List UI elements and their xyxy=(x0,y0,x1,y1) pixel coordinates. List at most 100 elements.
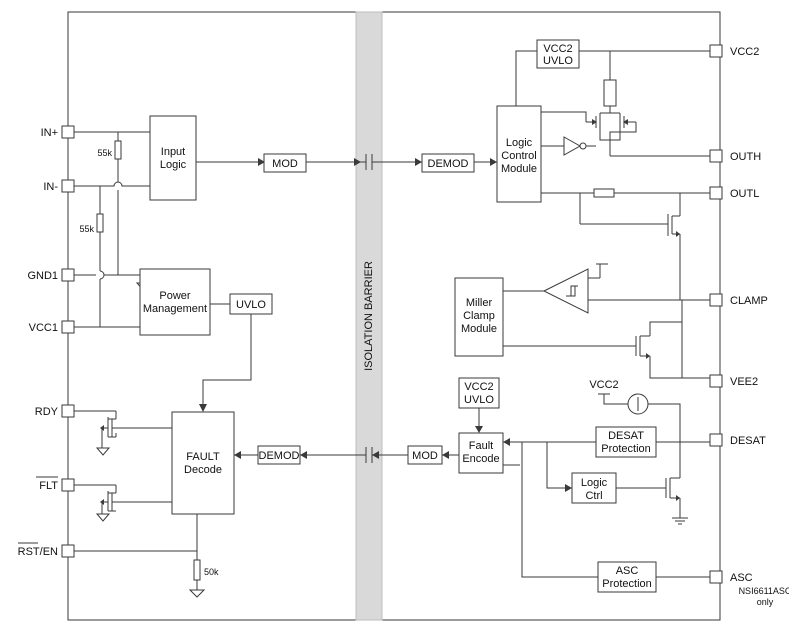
svg-text:OUTH: OUTH xyxy=(730,151,761,163)
svg-text:Fault: Fault xyxy=(469,440,493,452)
desat-current-source: VCC2 xyxy=(589,379,681,442)
svg-text:IN-: IN- xyxy=(43,181,58,193)
svg-text:Ctrl: Ctrl xyxy=(585,490,602,502)
svg-text:Encode: Encode xyxy=(462,453,499,465)
resistor-rst: 50k xyxy=(188,559,219,598)
gate-buffer xyxy=(541,136,596,156)
demod-rx-block: DEMOD xyxy=(421,153,475,173)
svg-text:RDY: RDY xyxy=(35,406,59,418)
asc-protection-block: ASC Protection xyxy=(597,561,657,593)
svg-text:OUTL: OUTL xyxy=(730,188,759,200)
svg-text:ASC: ASC xyxy=(730,572,753,584)
svg-text:ASC: ASC xyxy=(616,565,639,577)
flt-transistor xyxy=(74,484,172,522)
svg-text:50k: 50k xyxy=(204,567,219,577)
svg-text:Clamp: Clamp xyxy=(463,310,495,322)
svg-text:Module: Module xyxy=(501,163,537,175)
outl-resistor xyxy=(593,188,615,198)
svg-text:GND1: GND1 xyxy=(27,270,58,282)
svg-text:Decode: Decode xyxy=(184,464,222,476)
logic-ctrl-block: Logic Ctrl xyxy=(571,472,617,504)
vcc2-uvlo-top-block: VCC2 UVLO xyxy=(536,39,580,69)
svg-text:FLT: FLT xyxy=(39,480,58,492)
svg-text:RST/EN: RST/EN xyxy=(18,546,58,558)
svg-text:UVLO: UVLO xyxy=(464,394,494,406)
pin-rdy: RDY xyxy=(35,404,75,418)
pin-desat: DESAT xyxy=(709,433,766,447)
svg-text:Management: Management xyxy=(143,303,207,315)
pin-in-plus: IN+ xyxy=(41,125,75,139)
svg-text:UVLO: UVLO xyxy=(236,299,266,311)
svg-text:CLAMP: CLAMP xyxy=(730,295,768,307)
miller-clamp-module-block: Miller Clamp Module xyxy=(454,277,504,357)
fault-decode-block: FAULT Decode xyxy=(171,411,235,515)
pin-vcc2: VCC2 xyxy=(709,44,759,58)
pin-asc: ASC NSI6611ASC only xyxy=(709,570,789,607)
svg-text:VCC2: VCC2 xyxy=(730,46,759,58)
svg-text:NSI6611ASC: NSI6611ASC xyxy=(739,586,789,596)
svg-text:VCC2: VCC2 xyxy=(464,381,493,393)
pin-rst-en: RST/EN xyxy=(18,542,75,558)
input-logic-block: Input Logic xyxy=(149,115,197,201)
svg-text:DESAT: DESAT xyxy=(730,435,766,447)
svg-text:Protection: Protection xyxy=(602,578,652,590)
resistor-in-plus: 55k xyxy=(97,132,122,275)
fault-encode-block: Fault Encode xyxy=(458,432,504,474)
mod-fault-block: MOD xyxy=(407,445,443,465)
pin-vee2: VEE2 xyxy=(709,374,758,388)
flt-ground-icon xyxy=(95,513,111,522)
svg-text:Protection: Protection xyxy=(601,443,651,455)
rdy-transistor xyxy=(74,410,172,456)
rdy-ground-icon xyxy=(95,447,111,456)
svg-text:55k: 55k xyxy=(97,148,112,158)
svg-text:IN+: IN+ xyxy=(41,127,58,139)
clamp-comparator xyxy=(503,263,710,314)
uvlo-arrow xyxy=(199,404,207,412)
isolation-barrier-label: ISOLATION BARRIER xyxy=(363,261,375,371)
vcc2-uvlo-bottom-block: VCC2 UVLO xyxy=(458,377,500,409)
pin-flt: FLT xyxy=(36,476,75,492)
svg-text:VCC1: VCC1 xyxy=(29,322,58,334)
svg-text:DEMOD: DEMOD xyxy=(428,158,469,170)
svg-text:VEE2: VEE2 xyxy=(730,376,758,388)
svg-text:VCC2: VCC2 xyxy=(543,43,572,55)
svg-text:Logic: Logic xyxy=(581,477,608,489)
outh-pmos-stage xyxy=(541,79,637,156)
svg-text:DEMOD: DEMOD xyxy=(259,450,300,462)
svg-text:DESAT: DESAT xyxy=(608,430,644,442)
rst-ground-icon xyxy=(188,589,206,598)
logic-control-module-block: Logic Control Module xyxy=(496,105,542,203)
svg-text:only: only xyxy=(757,597,774,607)
pin-outh: OUTH xyxy=(709,149,761,163)
uvlo-primary-block: UVLO xyxy=(229,293,273,315)
svg-text:UVLO: UVLO xyxy=(543,55,573,67)
svg-text:Miller: Miller xyxy=(466,297,493,309)
svg-text:MOD: MOD xyxy=(272,158,298,170)
pin-gnd1: GND1 xyxy=(27,268,75,282)
svg-text:Logic: Logic xyxy=(160,159,187,171)
svg-text:Logic: Logic xyxy=(506,137,533,149)
svg-text:Input: Input xyxy=(161,146,185,158)
demod-fault-block: DEMOD xyxy=(257,445,301,465)
mod-tx-block: MOD xyxy=(263,153,307,173)
svg-text:FAULT: FAULT xyxy=(186,451,220,463)
power-management-block: Power Management xyxy=(139,268,211,336)
pin-vcc1: VCC1 xyxy=(29,320,75,334)
clamp-nmos xyxy=(503,300,710,379)
isolation-capacitor-top xyxy=(362,154,422,170)
svg-text:Power: Power xyxy=(159,290,191,302)
resistor-in-minus: 55k xyxy=(79,186,105,327)
svg-text:MOD: MOD xyxy=(412,450,438,462)
pin-clamp: CLAMP xyxy=(709,293,768,307)
svg-text:Control: Control xyxy=(501,150,536,162)
svg-text:VCC2: VCC2 xyxy=(589,379,618,391)
pin-outl: OUTL xyxy=(709,186,759,200)
outl-nmos xyxy=(579,193,681,300)
desat-protection-block: DESAT Protection xyxy=(595,426,657,458)
isolation-barrier xyxy=(355,11,383,621)
svg-text:Module: Module xyxy=(461,323,497,335)
svg-text:55k: 55k xyxy=(79,224,94,234)
pin-in-minus: IN- xyxy=(43,179,75,193)
desat-nmos xyxy=(616,442,688,525)
